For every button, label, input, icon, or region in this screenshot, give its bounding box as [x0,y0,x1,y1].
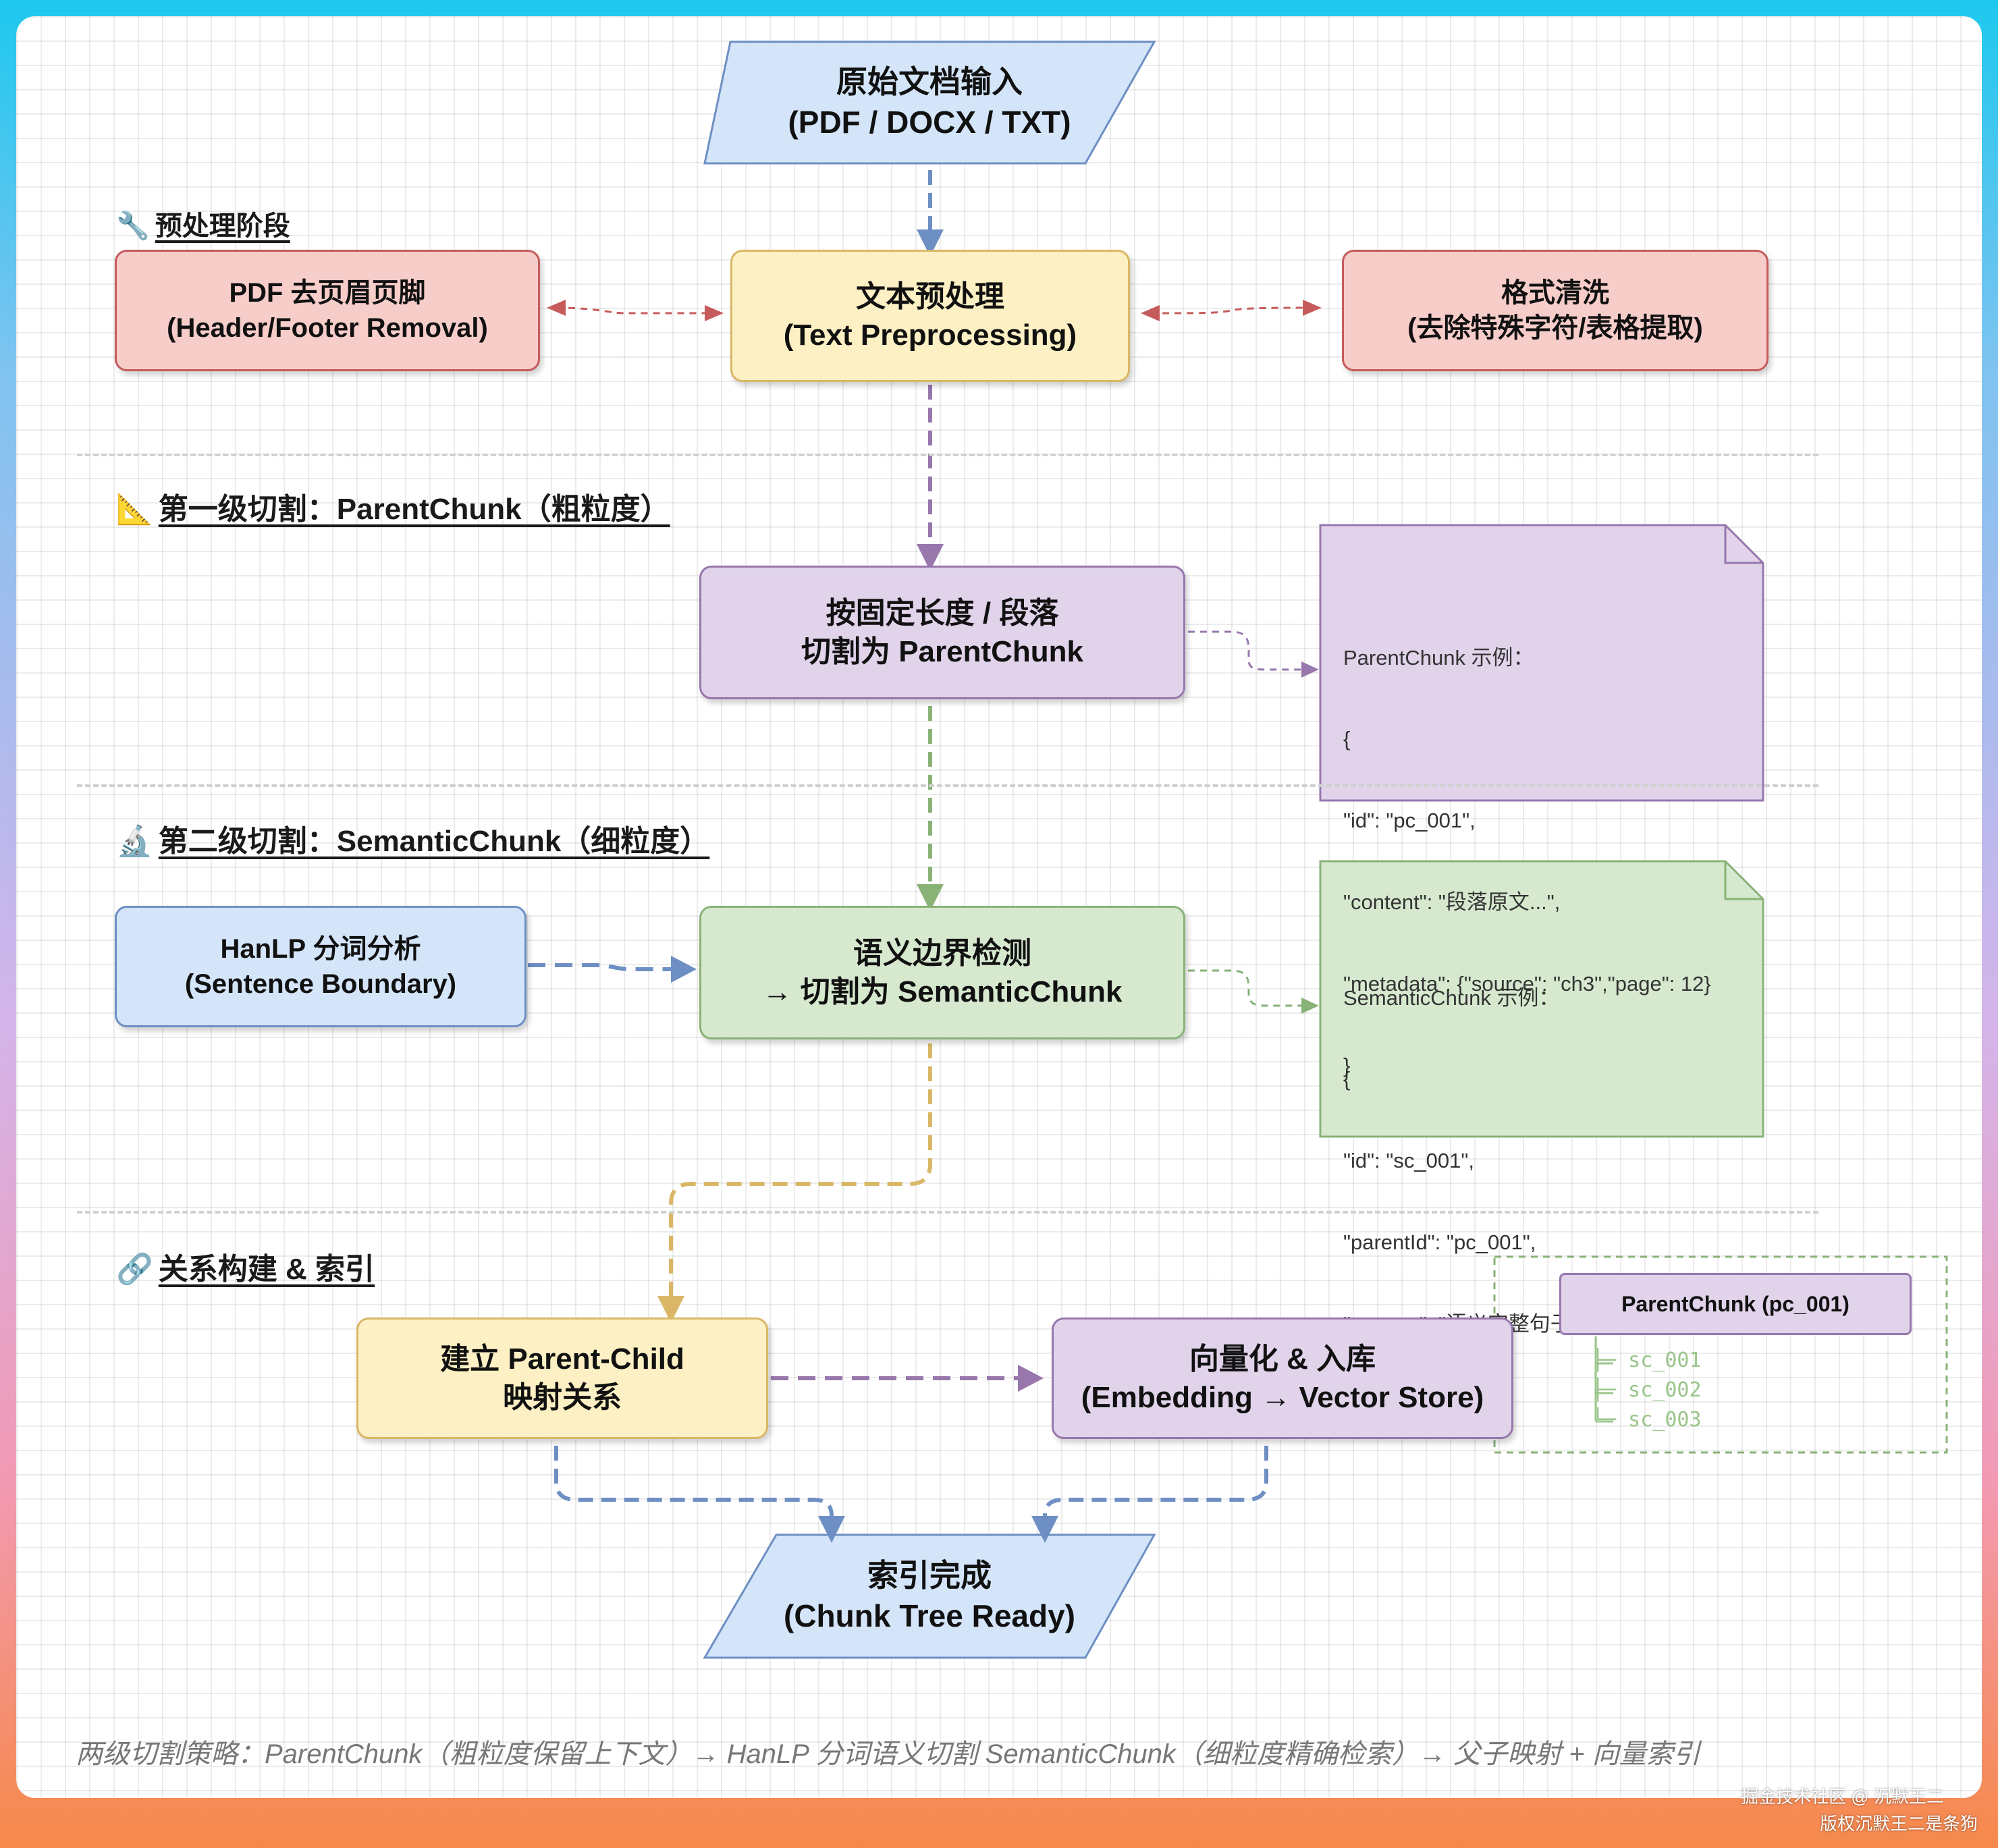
text-preprocessing-node: 文本预处理 (Text Preprocessing) [730,250,1130,382]
hanlp-line2: (Sentence Boundary) [184,969,457,999]
connectors [528,40,1948,1659]
section-relation: 🔗关系构建 & 索引 [116,1245,375,1288]
wrench-icon: 🔧 [116,211,150,241]
input-node: 原始文档输入 (PDF / DOCX / TXT) [705,42,1154,163]
note-line: "id": "sc_001", [1343,1149,1474,1173]
output-node: 索引完成 (Chunk Tree Ready) [705,1535,1154,1658]
text-pre-line2: (Text Preprocessing) [783,319,1077,352]
pdf-header-footer-node: PDF 去页眉页脚 (Header/Footer Removal) [115,250,540,371]
hanlp-node: HanLP 分词分析 (Sentence Boundary) [115,906,526,1027]
input-line1: 原始文档输入 [836,64,1023,100]
note-line: { [1343,1067,1351,1091]
section-level1-label: 第一级切割：ParentChunk（粗粒度） [158,493,670,526]
note-line: "id": "pc_001", [1343,809,1476,833]
parent-chunk-split-node: 按固定长度 / 段落 切割为 ParentChunk [699,566,1185,699]
section-level1: 📐第一级切割：ParentChunk（粗粒度） [116,485,670,528]
note-line: "metadata": {"source": "ch3","page": 12} [1343,972,1711,996]
parent-chunk-example-note: ParentChunk 示例： { "id": "pc_001", "conte… [1343,590,1711,1134]
section-level2-label: 第二级切割：SemanticChunk（细粒度） [158,825,710,858]
watermark-line2: 版权沉默王二是条狗 [1819,1814,1978,1834]
tree-container [1493,1255,1948,1454]
pdf-header-line1: PDF 去页眉页脚 [229,278,426,308]
section-divider [77,784,1818,787]
parent-split-line1: 按固定长度 / 段落 [826,596,1059,630]
link-icon: 🔗 [116,1253,153,1286]
text-pre-line1: 文本预处理 [856,279,1004,313]
section-level2: 🔬第二级切割：SemanticChunk（细粒度） [116,817,709,860]
section-preprocess-label: 预处理阶段 [155,211,290,241]
note-line: } [1343,1054,1351,1078]
section-preprocess: 🔧预处理阶段 [116,204,290,243]
pdf-header-line2: (Header/Footer Removal) [167,313,488,343]
section-divider [77,1211,1818,1214]
vectorize-line2: (Embedding → Vector Store) [1081,1381,1484,1414]
semantic-split-line2: → 切割为 SemanticChunk [762,975,1123,1008]
semantic-chunk-split-node: 语义边界检测 → 切割为 SemanticChunk [699,906,1185,1039]
note-line: { [1343,727,1351,751]
diagram-canvas: 原始文档输入 (PDF / DOCX / TXT) 🔧预处理阶段 📐第一级切割：… [16,16,1982,1798]
vectorize-line1: 向量化 & 入库 [1189,1342,1376,1376]
format-clean-line1: 格式清洗 [1501,278,1609,308]
output-line1: 索引完成 [867,1558,992,1594]
microscope-icon: 🔬 [116,825,153,858]
parent-child-mapping-node: 建立 Parent-Child 映射关系 [356,1317,768,1439]
semantic-split-line1: 语义边界检测 [853,936,1031,970]
input-line2: (PDF / DOCX / TXT) [788,105,1071,140]
note-line: ParentChunk 示例： [1343,645,1534,670]
input-shape [703,40,1156,165]
parent-example-shape [1319,524,1764,802]
note-line: "parentId": "pc_001", [1343,1230,1536,1255]
section-divider [77,454,1818,456]
parent-child-line1: 建立 Parent-Child [440,1342,684,1376]
parent-split-line2: 切割为 ParentChunk [801,635,1084,668]
output-shape [703,1533,1156,1659]
tree-root-box: ParentChunk (pc_001) [1559,1273,1912,1335]
tree-child: └─ sc_003 [1592,1408,1702,1432]
parent-child-line2: 映射关系 [503,1381,622,1414]
watermark-line1: 掘金技术社区 @ 沉默王二 [1741,1787,1944,1807]
hanlp-line1: HanLP 分词分析 [220,934,421,964]
output-line2: (Chunk Tree Ready) [784,1598,1075,1633]
tree-child: ├─ sc_001 [1592,1349,1702,1372]
note-line: SemanticChunk 示例： [1343,985,1560,1010]
diagram-caption: 两级切割策略：ParentChunk（粗粒度保留上下文）→ HanLP 分词语义… [76,1739,1700,1769]
format-clean-node: 格式清洗 (去除特殊字符/表格提取) [1342,250,1769,371]
format-clean-line2: (去除特殊字符/表格提取) [1407,313,1703,343]
section-relation-label: 关系构建 & 索引 [158,1253,375,1286]
vectorize-node: 向量化 & 入库 (Embedding → Vector Store) [1052,1317,1513,1439]
semantic-example-shape [1319,860,1764,1138]
triangle-ruler-icon: 📐 [116,493,153,526]
note-line: "content": "段落原文...", [1343,890,1561,915]
tree-child: ├─ sc_002 [1592,1378,1702,1402]
